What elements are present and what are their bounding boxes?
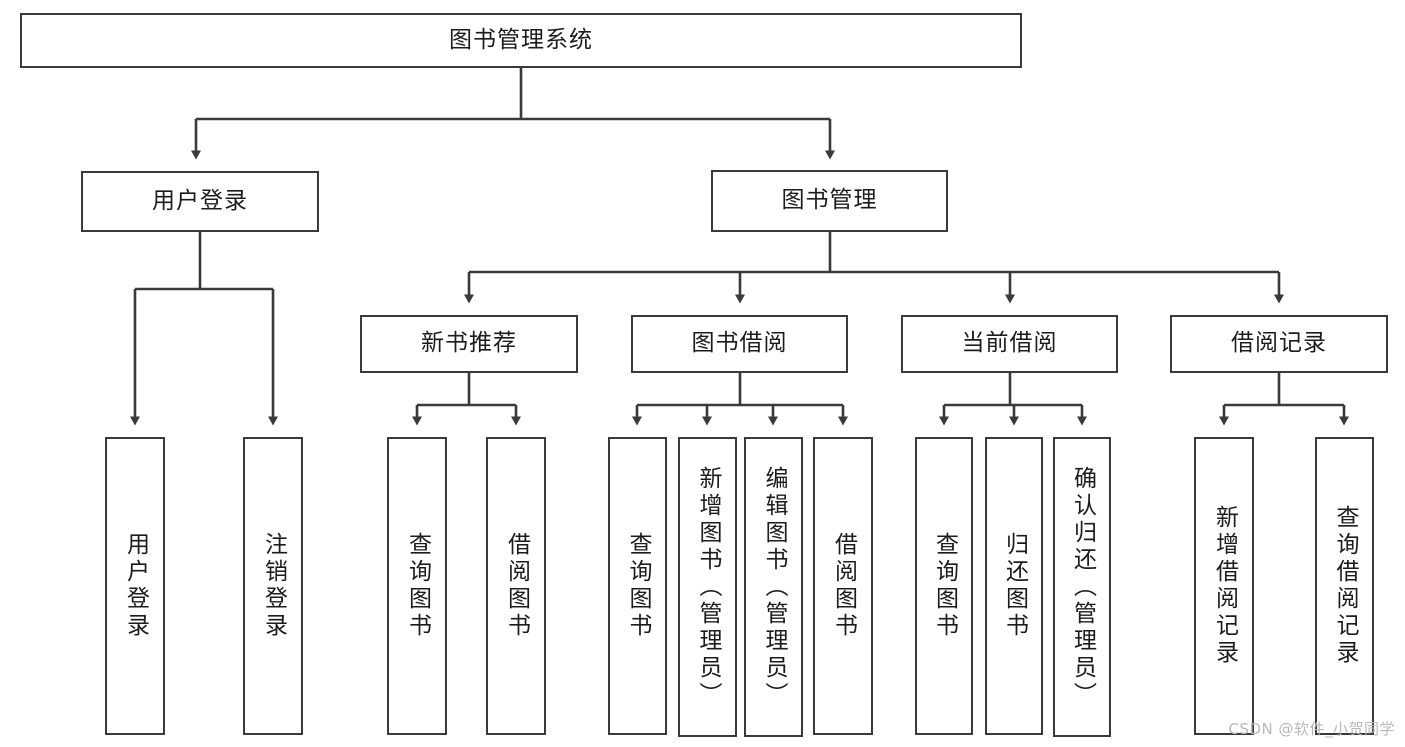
edge-current-to-leaves <box>939 373 1087 426</box>
node-new-book-recommend[interactable]: 新书推荐 <box>360 315 578 373</box>
node-leaf-add-book-admin[interactable]: 新增图书（管理员） <box>678 437 737 737</box>
edge-bookmgmt-to-level3 <box>464 232 1284 304</box>
node-leaf-query-book-current[interactable]: 查询图书 <box>915 437 973 735</box>
node-label: 用户登录 <box>152 187 248 214</box>
edge-record-to-leaves <box>1219 373 1349 426</box>
node-label: 查询图书 <box>404 532 431 640</box>
node-label: 查询图书 <box>931 532 958 640</box>
node-leaf-lend-book[interactable]: 借阅图书 <box>813 437 873 735</box>
node-label: 注销登录 <box>260 532 287 640</box>
node-leaf-confirm-return-admin[interactable]: 确认归还（管理员） <box>1053 437 1111 737</box>
node-book-management-module[interactable]: 图书管理 <box>711 170 948 232</box>
node-leaf-edit-book-admin[interactable]: 编辑图书（管理员） <box>744 437 803 737</box>
node-leaf-user-login[interactable]: 用户登录 <box>105 437 165 735</box>
node-leaf-return-book[interactable]: 归还图书 <box>985 437 1043 735</box>
node-label: 确认归还（管理员） <box>1069 465 1096 709</box>
edge-borrow-to-leaves <box>632 373 848 426</box>
edge-userlogin-to-leaves <box>130 232 278 426</box>
node-current-borrow[interactable]: 当前借阅 <box>901 315 1118 373</box>
node-label: 借阅图书 <box>830 532 857 640</box>
node-book-borrow[interactable]: 图书借阅 <box>631 315 848 373</box>
node-leaf-add-borrow-record[interactable]: 新增借阅记录 <box>1194 437 1254 735</box>
node-label: 借阅图书 <box>503 532 530 640</box>
node-label: 编辑图书（管理员） <box>761 465 787 709</box>
node-root-system[interactable]: 图书管理系统 <box>20 13 1022 68</box>
node-label: 新增图书（管理员） <box>695 465 721 709</box>
node-label: 新增借阅记录 <box>1211 505 1238 667</box>
node-label: 用户登录 <box>122 532 149 640</box>
node-label: 图书借阅 <box>691 330 788 357</box>
node-label: 借阅记录 <box>1231 330 1327 357</box>
node-leaf-borrow-book-new[interactable]: 借阅图书 <box>486 437 546 735</box>
edge-newbook-to-leaves <box>412 373 521 426</box>
node-leaf-query-book-borrow[interactable]: 查询图书 <box>608 437 667 735</box>
node-label: 图书管理 <box>781 187 878 214</box>
node-label: 查询图书 <box>625 532 651 640</box>
node-user-login-module[interactable]: 用户登录 <box>81 171 319 232</box>
node-label: 图书管理系统 <box>449 26 593 53</box>
node-label: 新书推荐 <box>421 330 517 357</box>
node-leaf-query-book-new[interactable]: 查询图书 <box>387 437 447 735</box>
node-borrow-record[interactable]: 借阅记录 <box>1170 315 1388 373</box>
node-leaf-query-borrow-record[interactable]: 查询借阅记录 <box>1315 437 1374 735</box>
node-label: 归还图书 <box>1001 532 1028 640</box>
node-leaf-user-logout[interactable]: 注销登录 <box>243 437 303 735</box>
edge-root-to-level2 <box>191 68 835 160</box>
node-label: 查询借阅记录 <box>1332 505 1358 667</box>
node-label: 当前借阅 <box>961 330 1058 357</box>
